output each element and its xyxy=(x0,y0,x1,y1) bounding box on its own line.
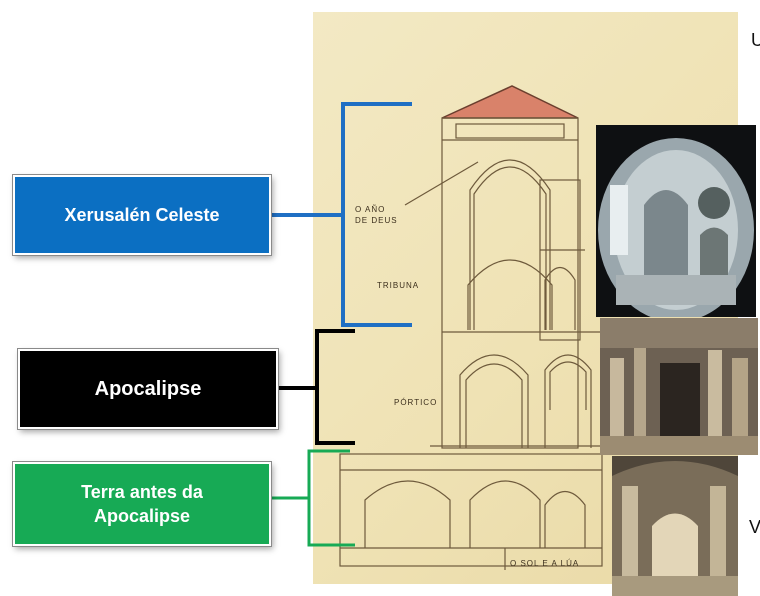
edge-letter-v: V xyxy=(749,517,760,537)
xerusalen-celeste-text: Xerusalén Celeste xyxy=(64,204,220,225)
crypt-outline xyxy=(339,453,603,567)
portico-arch xyxy=(459,354,529,448)
portico-label: PÓRTICO xyxy=(394,398,437,407)
apocalipse-text: Apocalipse xyxy=(94,377,202,400)
sol-label: O SOL E A LÚA xyxy=(510,559,579,568)
edge-letter-u: U xyxy=(751,30,760,50)
blue-bracket xyxy=(271,102,412,327)
crypt-arch-left xyxy=(364,480,451,548)
terra-line-2: Apocalipse xyxy=(93,506,190,526)
upper-arch xyxy=(469,159,551,330)
apocalipse-label: Apocalipse xyxy=(18,349,278,429)
ano-label-1: O AÑO xyxy=(355,205,385,214)
photo-portico xyxy=(600,318,758,455)
tower-outline xyxy=(441,117,579,449)
tribuna-arch xyxy=(467,259,553,330)
crypt-arch-center xyxy=(469,480,541,548)
xerusalen-celeste-label: Xerusalén Celeste xyxy=(13,175,271,255)
black-bracket xyxy=(278,329,355,445)
photo-crypt xyxy=(612,456,738,596)
ano-label-2: DE DEUS xyxy=(355,216,398,225)
green-bracket xyxy=(271,449,355,547)
tribuna-label: TRIBUNA xyxy=(377,281,419,290)
terra-line-1: Terra antes da xyxy=(81,482,203,502)
roof xyxy=(441,85,579,119)
terra-antes-label: Terra antes da Apocalipse xyxy=(13,462,271,546)
photo-tribuna-interior xyxy=(596,125,756,317)
